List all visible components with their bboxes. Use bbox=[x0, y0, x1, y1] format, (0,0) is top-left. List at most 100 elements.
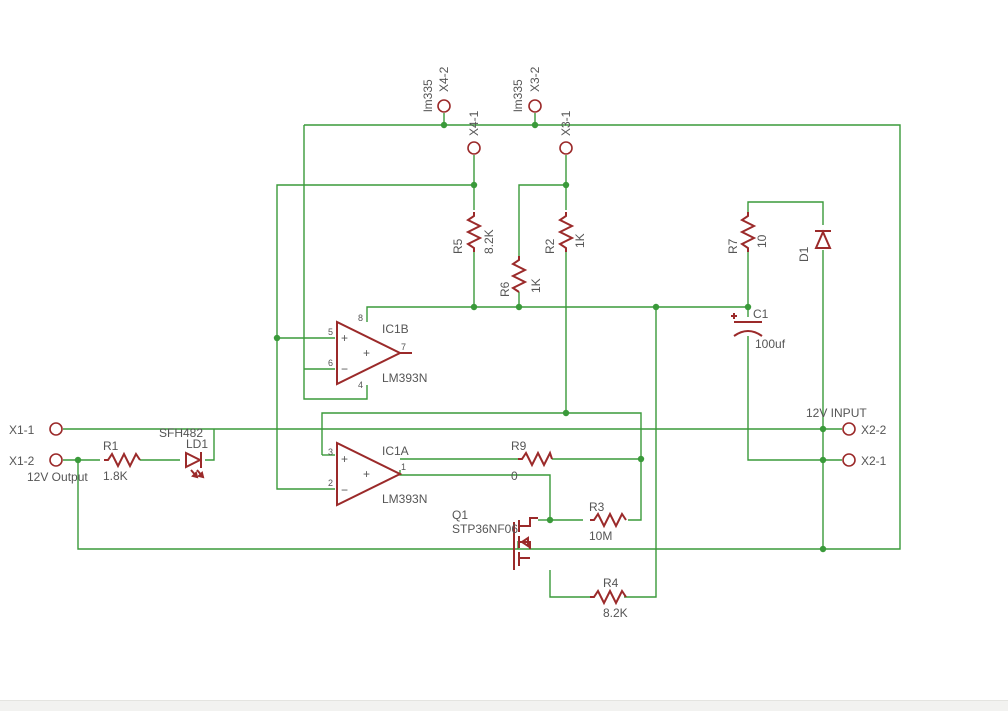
label-x2-1: X2-1 bbox=[861, 454, 887, 468]
opamp-ic1a[interactable] bbox=[336, 441, 403, 507]
junction-dot bbox=[562, 409, 570, 417]
label-ic1a-minus: − bbox=[341, 483, 348, 497]
label-ic1b-minus: − bbox=[341, 362, 348, 376]
label-ic1b-pin7: 7 bbox=[401, 342, 406, 352]
label-ic1b-plus: + bbox=[341, 331, 348, 345]
label-q1-name: Q1 bbox=[452, 508, 468, 522]
labels: lm335 X4-2 X4-1 lm335 X3-2 X3-1 R5 8.2K … bbox=[9, 66, 887, 620]
wire-x3-1-to-r6 bbox=[518, 184, 566, 256]
pad-x2-1[interactable] bbox=[842, 453, 856, 467]
junction-dot bbox=[546, 516, 554, 524]
resistor-r3[interactable] bbox=[590, 511, 627, 529]
label-r9-name: R9 bbox=[511, 439, 527, 453]
label-lm335-a: lm335 bbox=[421, 79, 435, 112]
led-ld1[interactable] bbox=[185, 451, 205, 479]
resistor-r9[interactable] bbox=[518, 450, 553, 468]
label-ic1a-pin2: 2 bbox=[328, 478, 333, 488]
led-arrowhead-2 bbox=[197, 471, 205, 479]
opamp-ic1a-triangle bbox=[336, 441, 403, 507]
junction-dot bbox=[470, 181, 478, 189]
pad-x4-2[interactable] bbox=[437, 99, 451, 113]
opamp-ic1b-triangle bbox=[336, 320, 403, 386]
resistor-r4[interactable] bbox=[590, 588, 627, 606]
label-ic1b-name: IC1B bbox=[382, 322, 409, 336]
junction-dot bbox=[744, 303, 752, 311]
label-q1-part: STP36NF06 bbox=[452, 522, 518, 536]
wire-r4-loop bbox=[549, 570, 590, 598]
label-r1-name: R1 bbox=[103, 439, 119, 453]
label-r2-value: 1K bbox=[573, 233, 587, 248]
pad-x2-2[interactable] bbox=[842, 422, 856, 436]
label-ic1a-pin3: 3 bbox=[328, 447, 333, 457]
label-12v-output: 12V Output bbox=[27, 470, 88, 484]
label-r2-name: R2 bbox=[543, 238, 557, 254]
wire-x4-1-to-ic1 bbox=[276, 184, 474, 490]
resistor-r2[interactable] bbox=[557, 212, 575, 252]
junction-dot bbox=[273, 334, 281, 342]
opamp-ic1b[interactable] bbox=[336, 320, 412, 386]
label-x4-2: X4-2 bbox=[437, 66, 451, 92]
resistor-r7[interactable] bbox=[739, 212, 757, 252]
wire-r7-d1-top bbox=[747, 201, 824, 225]
label-x1-2: X1-2 bbox=[9, 454, 35, 468]
label-r3-value: 10M bbox=[589, 529, 612, 543]
pad-x4-1[interactable] bbox=[467, 141, 481, 155]
label-r3-name: R3 bbox=[589, 500, 605, 514]
label-ic1b-pin5: 5 bbox=[328, 327, 333, 337]
bottom-status-strip bbox=[0, 700, 1008, 711]
resistor-r5[interactable] bbox=[465, 212, 483, 252]
label-r6-name: R6 bbox=[498, 281, 512, 297]
pad-x3-2[interactable] bbox=[528, 99, 542, 113]
label-x3-1: X3-1 bbox=[559, 110, 573, 136]
diode-d1[interactable] bbox=[814, 229, 832, 249]
pad-x3-1[interactable] bbox=[559, 141, 573, 155]
label-x3-2: X3-2 bbox=[528, 66, 542, 92]
label-d1-name: D1 bbox=[797, 246, 811, 262]
label-ic1a-inner-plus: + bbox=[363, 467, 370, 481]
mosfet-drain bbox=[519, 517, 538, 527]
junction-dot bbox=[637, 455, 645, 463]
junction-dot bbox=[440, 121, 448, 129]
wire-c1-bottom bbox=[747, 336, 842, 461]
mosfet-q1[interactable] bbox=[513, 517, 538, 570]
label-r6-value: 1K bbox=[529, 278, 543, 293]
junctions bbox=[74, 121, 827, 553]
junction-dot bbox=[562, 181, 570, 189]
led-arrowhead-1 bbox=[191, 471, 199, 479]
pad-x1-1[interactable] bbox=[49, 422, 63, 436]
label-r4-value: 8.2K bbox=[603, 606, 628, 620]
junction-dot bbox=[819, 456, 827, 464]
label-ic1a-name: IC1A bbox=[382, 444, 409, 458]
label-lm335-b: lm335 bbox=[511, 79, 525, 112]
wire-top-bus bbox=[77, 124, 901, 550]
resistor-r6[interactable] bbox=[510, 256, 528, 293]
label-r7-value: 10 bbox=[755, 234, 769, 248]
wire-feedback bbox=[321, 412, 642, 521]
label-ic1b-pin8: 8 bbox=[358, 313, 363, 323]
label-ic1b-pin4: 4 bbox=[358, 380, 363, 390]
label-ic1b-pin6: 6 bbox=[328, 358, 333, 368]
capacitor-c1[interactable] bbox=[731, 313, 763, 337]
label-r4-name: R4 bbox=[603, 576, 619, 590]
wire-ic1b-gnd bbox=[303, 125, 368, 400]
pad-x1-2[interactable] bbox=[49, 453, 63, 467]
label-ic1b-inner-plus: + bbox=[363, 346, 370, 360]
resistor-r1[interactable] bbox=[104, 451, 141, 469]
wire-vcc-bus bbox=[366, 306, 748, 322]
label-led-name: LD1 bbox=[186, 437, 208, 451]
label-r5-value: 8.2K bbox=[482, 229, 496, 254]
junction-dot bbox=[819, 545, 827, 553]
resistor-symbols bbox=[104, 212, 757, 606]
led-triangle bbox=[185, 451, 203, 469]
label-ic1a-part: LM393N bbox=[382, 492, 427, 506]
label-c1-value: 100uf bbox=[755, 337, 786, 351]
capacitor-plate-bottom bbox=[733, 330, 763, 337]
label-ic1a-pin1: 1 bbox=[401, 462, 406, 472]
label-x2-2: X2-2 bbox=[861, 423, 887, 437]
label-c1-name: C1 bbox=[753, 307, 769, 321]
label-r5-name: R5 bbox=[451, 238, 465, 254]
label-r1-value: 1.8K bbox=[103, 469, 128, 483]
label-ic1b-part: LM393N bbox=[382, 371, 427, 385]
mosfet-arrow bbox=[520, 536, 529, 548]
label-12v-input: 12V INPUT bbox=[806, 406, 867, 420]
